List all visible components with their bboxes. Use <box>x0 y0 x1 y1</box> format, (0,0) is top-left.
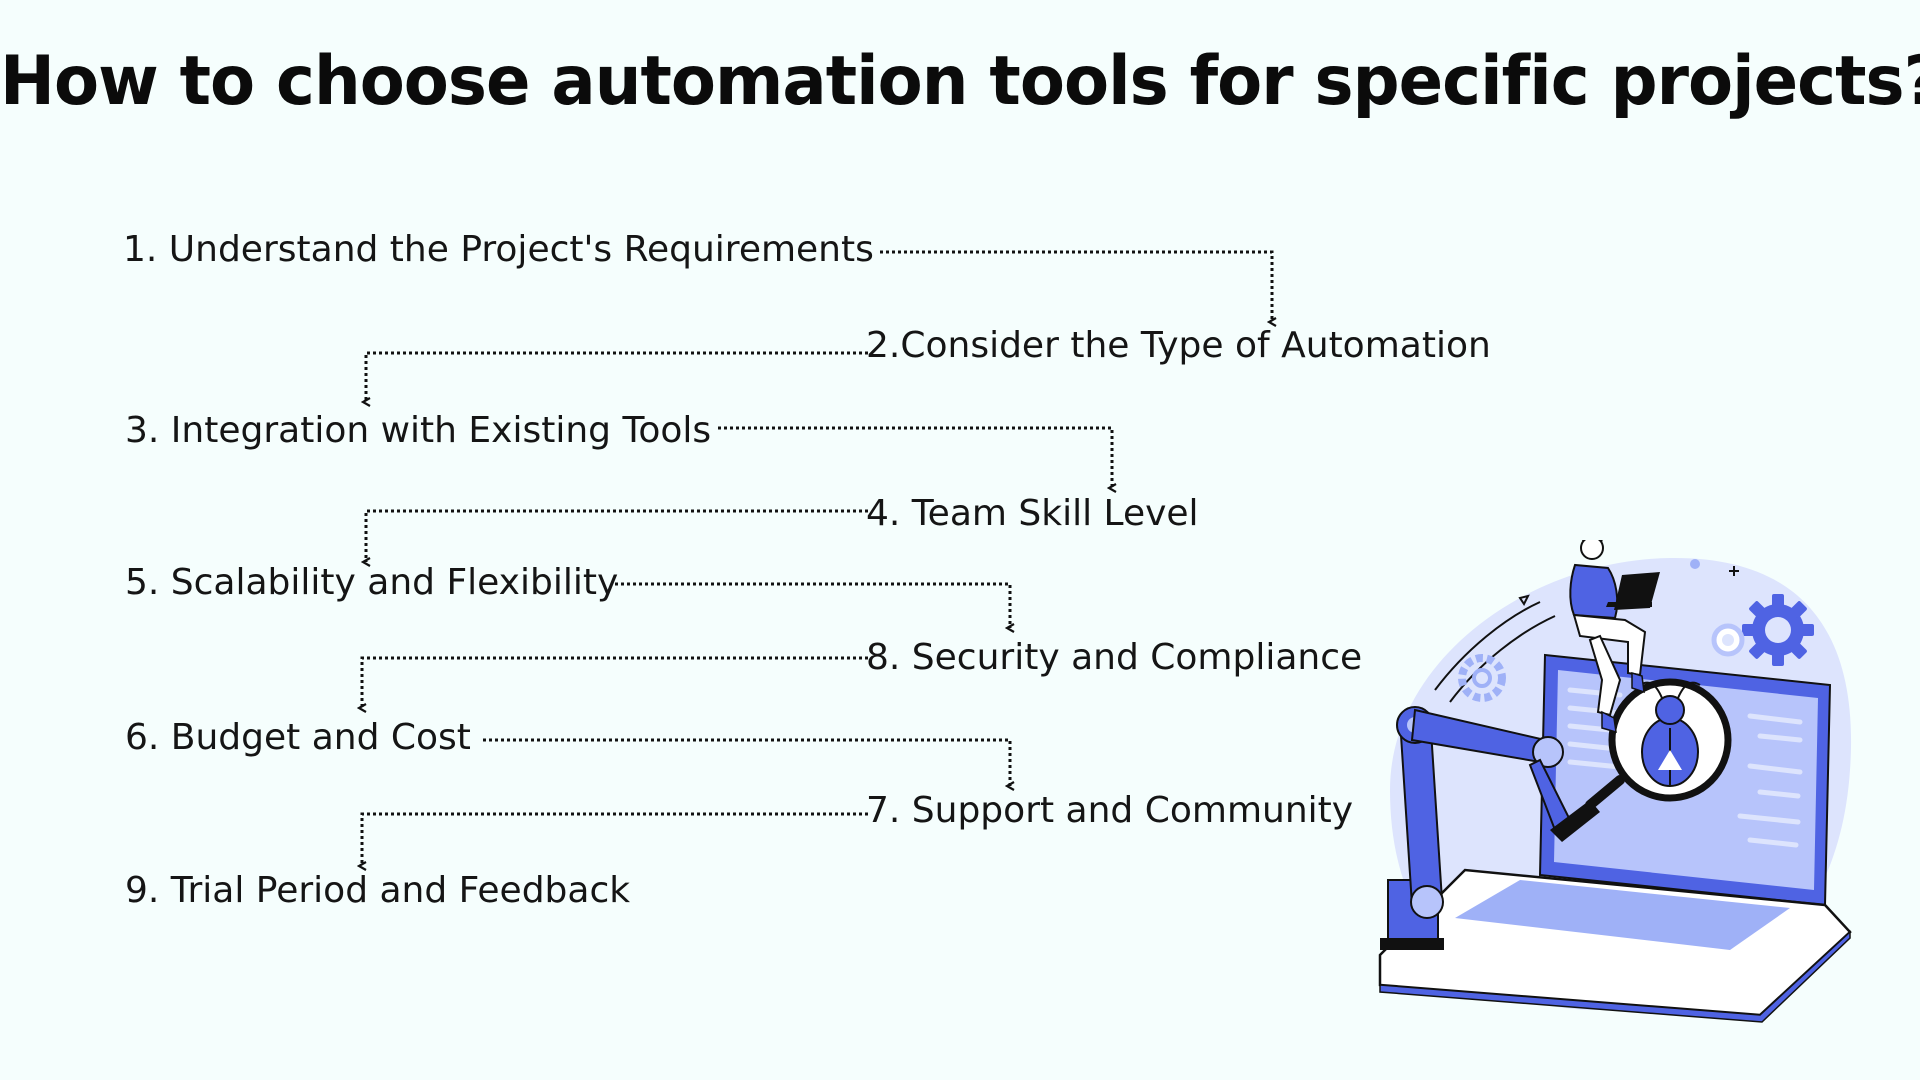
step-trial: 9. Trial Period and Feedback <box>125 870 631 911</box>
connector-4-to-5 <box>366 509 868 562</box>
robotic-arm <box>1380 706 1600 950</box>
connector-7-to-9 <box>362 812 868 866</box>
connector-3-to-4 <box>718 426 1112 488</box>
small-gear-icon <box>1711 623 1745 657</box>
step-automation-type: 2.Consider the Type of Automation <box>866 325 1491 366</box>
person-with-laptop <box>1569 540 1660 734</box>
page-title: How to choose automation tools for speci… <box>0 42 1920 121</box>
step-security: 8. Security and Compliance <box>866 637 1363 678</box>
automation-illustration <box>1378 540 1852 1023</box>
magnifier-bug-icon <box>1585 678 1732 810</box>
connector-8-to-6 <box>362 656 868 708</box>
step-support: 7. Support and Community <box>866 790 1354 831</box>
connector-6-to-7 <box>483 738 1010 786</box>
step-integration: 3. Integration with Existing Tools <box>125 410 712 451</box>
step-understand-requirements: 1. Understand the Project's Requirements <box>123 229 874 270</box>
left-gear-icon <box>1458 654 1506 702</box>
step-scalability: 5. Scalability and Flexibility <box>125 562 619 603</box>
connector-5-to-8 <box>615 582 1010 628</box>
step-team-skill: 4. Team Skill Level <box>866 493 1199 534</box>
laptop-base <box>1378 868 1852 1023</box>
step-budget: 6. Budget and Cost <box>125 717 471 758</box>
connector-2-to-3 <box>366 351 868 402</box>
gear-icon <box>1742 594 1814 666</box>
connector-1-to-2 <box>880 250 1272 322</box>
